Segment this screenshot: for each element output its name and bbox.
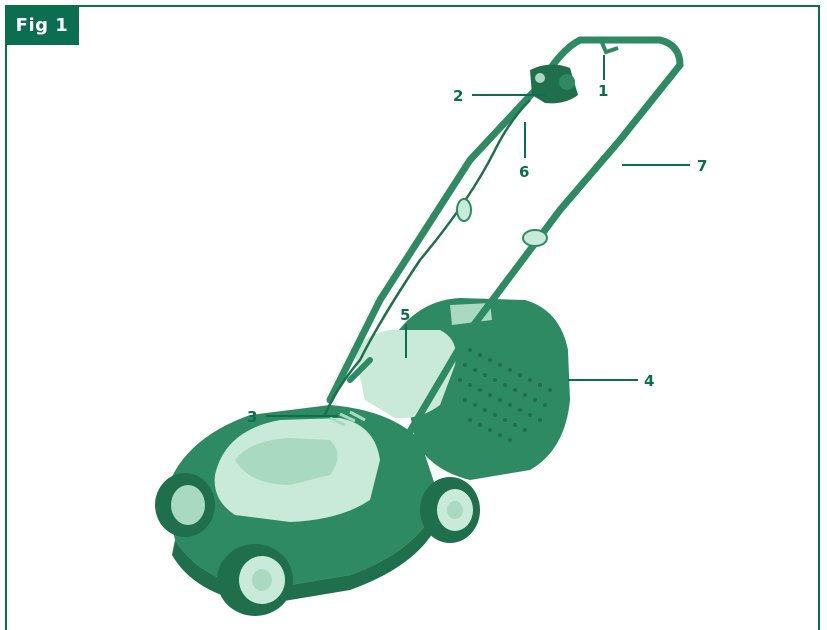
front-right-wheel [420, 477, 480, 543]
callout-4: 4 [568, 372, 654, 390]
switch-box [530, 64, 578, 103]
svg-text:6: 6 [519, 163, 529, 181]
svg-text:4: 4 [644, 372, 654, 390]
callout-6: 6 [519, 122, 529, 181]
svg-text:2: 2 [453, 87, 463, 105]
svg-text:1: 1 [598, 82, 608, 100]
svg-text:5: 5 [400, 306, 410, 324]
svg-text:7: 7 [697, 157, 707, 175]
rear-left-wheel [155, 473, 215, 537]
cable-clip [457, 199, 547, 246]
front-left-wheel [217, 544, 293, 616]
svg-text:3: 3 [247, 408, 257, 426]
callout-1: 1 [598, 55, 608, 100]
callout-7: 7 [622, 157, 707, 175]
